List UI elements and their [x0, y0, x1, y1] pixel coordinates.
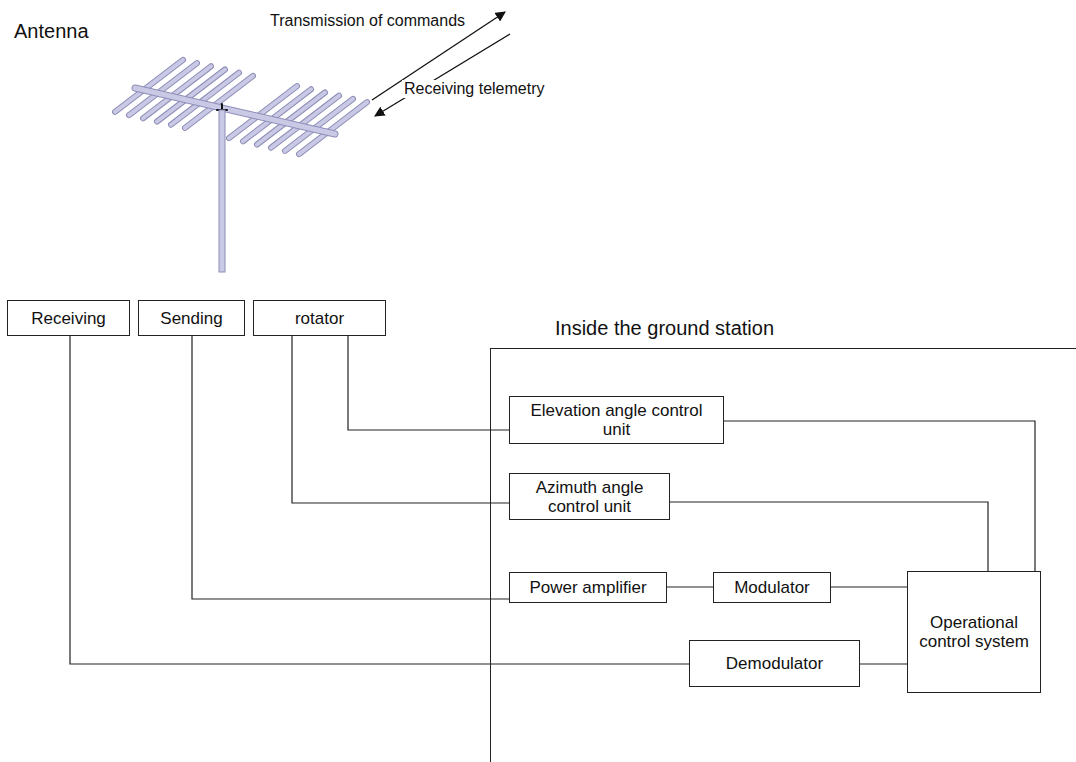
- box-text: Operational control system: [914, 613, 1034, 651]
- antenna-rod: [135, 88, 335, 134]
- connector-line: [670, 502, 988, 571]
- antenna-rod: [115, 60, 183, 112]
- antenna-rod: [115, 60, 183, 112]
- box-text: Azimuth angle control unit: [516, 478, 663, 516]
- control-unit-box: Azimuth angle control unit: [509, 473, 670, 520]
- modulator-box: Modulator: [713, 572, 831, 603]
- antenna-rod: [135, 88, 335, 134]
- signal-label: Transmission of commands: [268, 12, 467, 30]
- box-text: rotator: [295, 309, 344, 328]
- connector-line: [860, 663, 907, 664]
- box-text: Receiving: [31, 309, 106, 328]
- connector-line: [348, 336, 509, 430]
- antenna-yagi: [115, 60, 367, 154]
- amplifier-box: Power amplifier: [509, 572, 667, 603]
- connector-line: [667, 586, 713, 587]
- connector-line: [831, 586, 907, 587]
- demodulator-box: Demodulator: [689, 640, 860, 687]
- control-unit-box: Elevation angle control unit: [509, 396, 724, 444]
- antenna-mast: [219, 110, 225, 272]
- ground-station-region: Inside the ground stationElevation angle…: [490, 348, 1076, 762]
- control-system-box: Operational control system: [907, 571, 1041, 693]
- telemetry-arrow: [375, 34, 510, 116]
- rotator-box: rotator: [253, 300, 386, 336]
- connector-line: [292, 336, 509, 503]
- receiving-box: Receiving: [7, 300, 130, 336]
- connector-line: [192, 336, 509, 599]
- box-text: Demodulator: [726, 654, 823, 673]
- box-text: Elevation angle control unit: [516, 401, 717, 439]
- box-text: Power amplifier: [529, 578, 646, 597]
- sending-box: Sending: [138, 300, 245, 336]
- signal-label: Receiving telemetry: [402, 80, 547, 98]
- region-heading: Inside the ground station: [555, 317, 774, 340]
- box-text: Sending: [160, 309, 222, 328]
- connector-line: [70, 336, 689, 664]
- antenna-label: Antenna: [12, 20, 91, 43]
- box-text: Modulator: [734, 578, 810, 597]
